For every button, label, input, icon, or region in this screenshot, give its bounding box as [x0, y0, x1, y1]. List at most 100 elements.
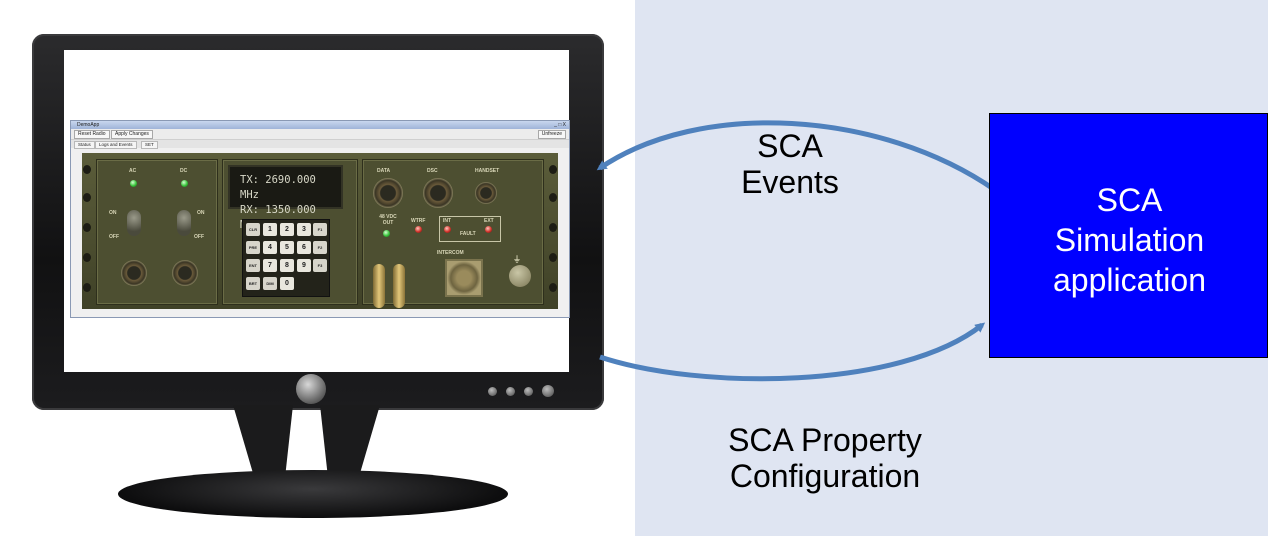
tx-frequency: TX: 2690.000 MHz: [240, 174, 316, 201]
unfreeze-button[interactable]: Unfreeze: [537, 130, 566, 139]
ac-label: AC: [129, 168, 137, 174]
ground-terminal: [509, 265, 531, 287]
app-toolbar: Reset Radio Apply Changes Unfreeze: [71, 129, 569, 140]
frequency-display: TX: 2690.000 MHz RX: 1350.000 MHz: [228, 165, 343, 231]
keypad-key[interactable]: 4: [263, 241, 277, 254]
sca-simulation-label: SCA Simulation application: [990, 180, 1268, 300]
keypad-side-key[interactable]: ENT: [246, 259, 260, 272]
wtrf-label: WTRF: [411, 218, 426, 224]
fault-indicator: INT EXT FAULT: [439, 216, 501, 242]
monitor-button: [488, 387, 497, 396]
keypad-key[interactable]: 3: [297, 223, 311, 236]
handset-connector: [475, 182, 497, 204]
mount-hole: [83, 193, 91, 202]
intercom-label: INTERCOM: [437, 250, 464, 256]
keypad-key[interactable]: 9: [297, 259, 311, 272]
property-line: SCA Property: [728, 422, 922, 458]
demo-app-window: DemoApp _ □ X Reset Radio Apply Changes …: [70, 120, 570, 318]
keypad-key[interactable]: 8: [280, 259, 294, 272]
data-port-label: DATA: [377, 168, 391, 174]
fault-label: FAULT: [460, 231, 476, 237]
sca-box-line: SCA: [1096, 182, 1163, 218]
mount-hole: [83, 223, 91, 232]
reset-radio-button[interactable]: Reset Radio: [74, 130, 110, 139]
keypad-key[interactable]: 7: [263, 259, 277, 272]
dc-label: DC: [180, 168, 188, 174]
monitor-stand: [118, 470, 508, 518]
sca-box-line: Simulation: [1054, 222, 1205, 258]
dc-connector: [172, 260, 198, 286]
ac-connector: [121, 260, 147, 286]
monitor-photo-panel: DemoApp _ □ X Reset Radio Apply Changes …: [0, 0, 635, 536]
vdc-out-label: 48 VDC OUT: [379, 214, 397, 226]
wtrf-led: [415, 226, 422, 233]
sca-simulation-box: SCA Simulation application: [989, 113, 1268, 358]
brass-terminal-right: [393, 264, 405, 308]
events-line: Events: [741, 164, 839, 200]
sca-box-line: application: [1053, 262, 1206, 298]
mount-hole: [83, 283, 91, 292]
property-line: Configuration: [729, 458, 921, 494]
keypad: CLR 1 2 3 F1 PRE 4 5 6 F2 ENT 7 8 9 F3 B…: [242, 219, 330, 297]
app-title: DemoApp: [77, 122, 100, 128]
brass-terminal-left: [373, 264, 385, 308]
sca-property-label: SCA Property Configuration: [680, 422, 970, 494]
mount-hole: [549, 165, 557, 174]
tab-status[interactable]: Status: [74, 141, 95, 149]
keypad-key[interactable]: 5: [280, 241, 294, 254]
dc-power-switch[interactable]: [177, 210, 191, 236]
dc-led: [181, 180, 188, 187]
data-connector: [373, 178, 403, 208]
keypad-side-key[interactable]: BRT: [246, 277, 260, 290]
ac-on-label: ON: [109, 210, 117, 216]
keypad-key[interactable]: 0: [280, 277, 294, 290]
mount-hole: [83, 165, 91, 174]
vdc-led: [383, 230, 390, 237]
window-controls[interactable]: _ □ X: [554, 122, 566, 128]
dc-on-label: ON: [197, 210, 205, 216]
keypad-key[interactable]: 6: [297, 241, 311, 254]
ground-icon: ⏚: [513, 255, 521, 264]
sca-events-arrow: [596, 120, 997, 193]
monitor-button: [506, 387, 515, 396]
ac-power-switch[interactable]: [127, 210, 141, 236]
tab-logs-and-events[interactable]: Logs and Events: [95, 141, 137, 149]
apply-changes-button[interactable]: Apply Changes: [111, 130, 153, 139]
radio-panel: AC DC ON OFF ON OFF TX: 2690.000 MHz RX:…: [82, 153, 558, 309]
keypad-side-key[interactable]: DIM: [263, 277, 277, 290]
int-label: INT: [443, 218, 452, 224]
int-fault-led: [444, 226, 451, 233]
monitor-button: [524, 387, 533, 396]
monitor-logo: [296, 374, 326, 404]
handset-port-label: HANDSET: [475, 168, 500, 174]
mount-hole: [549, 283, 557, 292]
keypad-key[interactable]: 1: [263, 223, 277, 236]
keypad-side-key[interactable]: F3: [313, 259, 327, 272]
power-section: AC DC ON OFF ON OFF: [96, 159, 218, 305]
mount-hole: [83, 253, 91, 262]
app-titlebar: DemoApp _ □ X: [71, 121, 569, 129]
monitor-power-button: [542, 385, 554, 397]
keypad-side-key[interactable]: PRE: [246, 241, 260, 254]
keypad-side-key[interactable]: CLR: [246, 223, 260, 236]
sca-events-label: SCA Events: [690, 128, 890, 200]
ac-off-label: OFF: [109, 234, 119, 240]
intercom-connector: [445, 259, 483, 297]
mount-hole: [549, 253, 557, 262]
dsc-connector: [423, 178, 453, 208]
mount-hole: [549, 223, 557, 232]
app-tabs: Status Logs and Events SET: [71, 140, 569, 149]
keypad-key[interactable]: 2: [280, 223, 294, 236]
sca-property-arrow: [599, 322, 986, 382]
tab-set[interactable]: SET: [141, 141, 158, 149]
ext-fault-led: [485, 226, 492, 233]
ext-label: EXT: [484, 218, 494, 224]
keypad-side-key[interactable]: F2: [313, 241, 327, 254]
keypad-side-key[interactable]: F1: [313, 223, 327, 236]
events-line: SCA: [757, 128, 823, 164]
dsc-port-label: DSC: [427, 168, 438, 174]
ac-led: [130, 180, 137, 187]
dc-off-label: OFF: [194, 234, 204, 240]
mount-hole: [549, 193, 557, 202]
